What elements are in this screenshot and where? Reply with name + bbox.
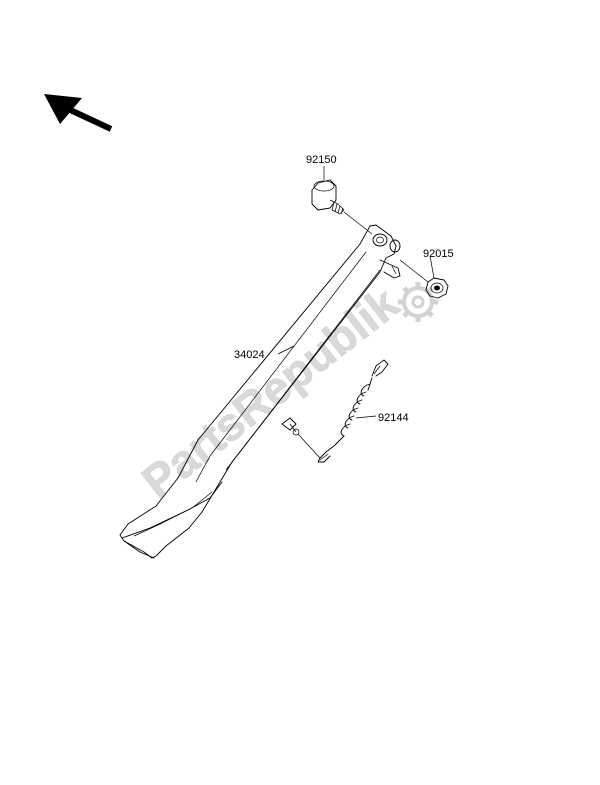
part-label-34024: 34024 xyxy=(234,349,265,361)
watermark-text: PartsRepublik xyxy=(132,276,408,508)
pivot-bolt xyxy=(311,179,373,235)
part-label-92150: 92150 xyxy=(306,154,337,166)
leader-lines xyxy=(277,166,435,419)
side-stand xyxy=(119,224,401,559)
return-spring xyxy=(297,359,389,463)
part-label-92015: 92015 xyxy=(423,248,454,260)
direction-arrow-icon xyxy=(44,94,113,132)
part-label-92144: 92144 xyxy=(378,412,409,424)
gear-icon xyxy=(398,282,438,322)
lock-nut xyxy=(399,259,449,299)
watermark: PartsRepublik xyxy=(132,276,438,508)
